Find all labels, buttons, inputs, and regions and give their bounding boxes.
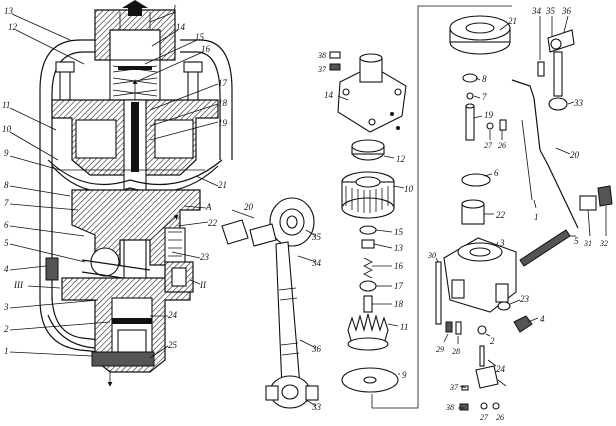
callout-II: II (199, 280, 207, 290)
callout-11: 11 (2, 100, 10, 110)
callout-19: 19 (218, 118, 228, 128)
callout-25: 25 (168, 340, 178, 350)
callout-29-right: 29 (436, 345, 444, 354)
callout-36-link: 36 (311, 344, 322, 354)
callout-13: 13 (4, 6, 14, 16)
callout-2: 2 (4, 324, 9, 334)
exploded-middle-labels: 38 37 14 12 10 15 13 16 17 18 11 9 (317, 51, 414, 380)
callout-31-right: 31 (583, 239, 592, 248)
callout-1-right: 1 (534, 212, 539, 222)
section-leader-lines (9, 11, 219, 359)
exploded-middle-parts (329, 5, 512, 409)
callout-6: 6 (4, 220, 9, 230)
callout-17-mid: 17 (394, 281, 404, 291)
callout-9-mid: 9 (402, 370, 407, 380)
callout-7: 7 (4, 198, 9, 208)
callout-21: 21 (218, 180, 227, 190)
exploded-right-parts (435, 15, 613, 411)
callout-I: I (172, 4, 177, 14)
callout-24-right: 24 (496, 364, 506, 374)
callout-38-right: 38 (445, 403, 454, 412)
callout-10: 10 (2, 124, 12, 134)
callout-20-right: 20 (570, 150, 580, 160)
callout-30-right: 30 (427, 251, 436, 260)
exploded-right-labels: 21 8 7 19 27 26 6 22 3 5 30 23 4 29 28 2… (427, 6, 608, 422)
section-view (39, 0, 233, 387)
callout-11-mid: 11 (400, 322, 408, 332)
callout-27-right: 27 (484, 141, 493, 150)
callout-35-right: 35 (545, 6, 556, 16)
callout-34-link: 34 (311, 258, 322, 268)
callout-19-right: 19 (484, 110, 494, 120)
callout-8: 8 (4, 180, 9, 190)
callout-27b-right: 27 (480, 413, 489, 422)
callout-21-right: 21 (508, 16, 517, 26)
callout-14-mid: 14 (324, 90, 334, 100)
callout-36-right: 36 (561, 6, 572, 16)
callout-A: A (205, 202, 212, 212)
callout-1: 1 (4, 346, 9, 356)
callout-33-right: 33 (573, 98, 584, 108)
callout-37-right: 37 (449, 383, 459, 392)
section-labels-right: I 14 15 16 17 18 19 21 A 22 23 II 24 25 (168, 4, 228, 350)
callout-16-mid: 16 (394, 261, 404, 271)
callout-9: 9 (4, 148, 9, 158)
callout-26b-right: 26 (496, 413, 504, 422)
callout-18-mid: 18 (394, 299, 404, 309)
callout-26-right: 26 (498, 141, 506, 150)
callout-35-link: 35 (311, 232, 322, 242)
callout-6-right: 6 (494, 168, 499, 178)
callout-5: 5 (4, 238, 9, 248)
callout-15-mid: 15 (394, 227, 404, 237)
callout-20-link: 20 (244, 202, 254, 212)
callout-12: 12 (8, 22, 18, 32)
callout-4-right: 4 (540, 314, 545, 324)
callout-17: 17 (218, 78, 228, 88)
callout-14: 14 (176, 22, 186, 32)
callout-3: 3 (3, 302, 9, 312)
callout-8-right: 8 (482, 74, 487, 84)
banjo-link-assembly (221, 197, 319, 409)
callout-37-mid: 37 (317, 65, 327, 74)
callout-32-right: 32 (599, 239, 608, 248)
callout-III: III (13, 280, 24, 290)
callout-18: 18 (218, 98, 228, 108)
callout-12-mid: 12 (396, 154, 406, 164)
callout-3-right: 3 (499, 238, 505, 248)
callout-4: 4 (4, 264, 9, 274)
callout-15: 15 (195, 32, 205, 42)
callout-2-right: 2 (490, 336, 495, 346)
callout-24: 24 (168, 310, 178, 320)
callout-13-mid: 13 (394, 243, 404, 253)
callout-22-right: 22 (496, 210, 506, 220)
callout-22: 22 (208, 218, 218, 228)
callout-33-link: 33 (311, 402, 322, 412)
callout-28-right: 28 (452, 347, 460, 356)
link-labels: 20 35 34 36 33 (244, 202, 322, 412)
callout-38-mid: 38 (317, 51, 326, 60)
section-labels-left: 13 12 11 10 9 8 7 6 5 4 III 3 2 1 (2, 6, 24, 356)
callout-7-right: 7 (482, 92, 487, 102)
callout-10-mid: 10 (404, 184, 414, 194)
callout-5-right: 5 (574, 236, 579, 246)
callout-23-right: 23 (520, 294, 530, 304)
callout-23: 23 (200, 252, 210, 262)
callout-34-right: 34 (531, 6, 542, 16)
callout-16: 16 (201, 44, 211, 54)
